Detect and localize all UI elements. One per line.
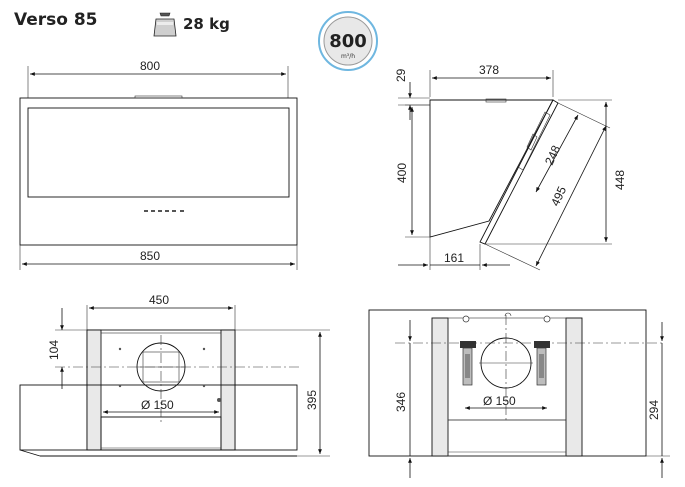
hood-front-outline	[19, 97, 298, 246]
product-title: Verso 85	[14, 10, 98, 30]
dim-total-height: 448	[613, 170, 627, 190]
dim-outlet-offset: 104	[47, 340, 61, 360]
dim-body-height: 400	[395, 163, 409, 183]
glass-panel	[27, 107, 290, 198]
dim-top-depth: 378	[479, 63, 499, 77]
dim-outlet-diameter-back: Ø 150	[483, 394, 516, 408]
dim-outlet-height: 346	[394, 392, 408, 412]
airflow-badge: 800 m³/h	[318, 11, 378, 71]
dim-total-width: 850	[140, 249, 160, 263]
dim-frame-width: 450	[149, 293, 169, 307]
mounting-bracket-left	[460, 341, 476, 386]
airflow-unit: m³/h	[341, 53, 355, 60]
front-view: 800 850	[19, 59, 298, 270]
mounting-bracket-right	[534, 341, 550, 386]
bracket-view: Ø 150 346 294	[368, 309, 670, 478]
weight-label: 28 kg	[183, 15, 230, 33]
dim-top-width: 800	[140, 59, 160, 73]
hood-rear-body	[19, 384, 298, 451]
side-view: 29 378 400 248 495 448 161	[394, 63, 627, 271]
hood-side-body	[429, 99, 554, 238]
hood-back-outline	[368, 309, 647, 457]
glass-side	[479, 99, 559, 245]
dim-bracket-height: 294	[647, 400, 661, 420]
dim-outlet-diameter-rear: Ø 150	[141, 398, 174, 412]
dim-panel-length: 495	[548, 184, 569, 208]
dim-total-height-rear: 395	[305, 390, 319, 410]
dim-bottom-depth: 161	[444, 251, 464, 265]
dim-glass-length: 248	[542, 143, 563, 167]
control-buttons	[144, 210, 184, 212]
rear-view: 450 Ø 150 104 395	[19, 293, 330, 457]
weight-icon	[153, 12, 177, 37]
dim-top-height: 29	[394, 68, 408, 82]
airflow-value: 800	[329, 31, 367, 52]
